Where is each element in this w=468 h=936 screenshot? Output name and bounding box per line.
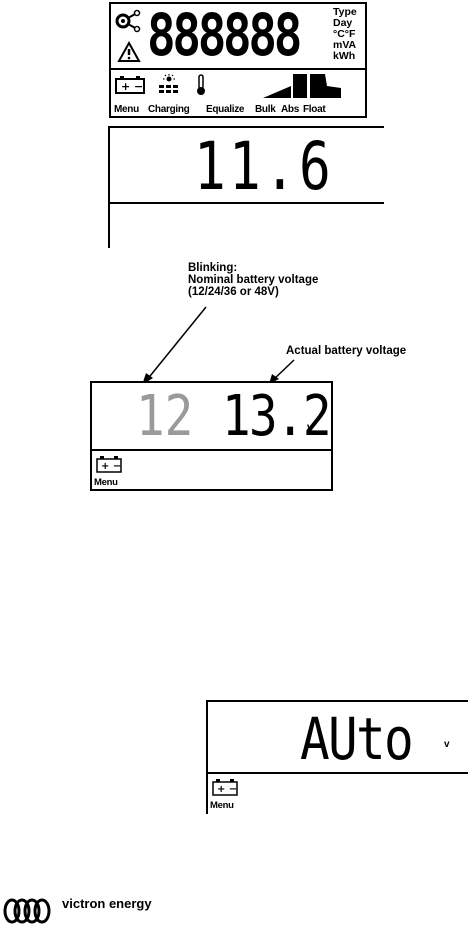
svg-text:+ −: + −	[121, 80, 143, 93]
settings-icon	[115, 9, 141, 33]
battery-icon: + −	[96, 456, 122, 473]
label-abs: Abs	[281, 104, 299, 115]
svg-text:+ −: + −	[217, 784, 237, 795]
lcd-nominal-voltage: 12	[136, 384, 194, 449]
annotation-blinking: Blinking: Nominal battery voltage (12/24…	[188, 262, 319, 299]
lcd-panel-battery-voltage: 12 13.2 v + − Menu	[90, 381, 333, 491]
unit-labels: Type Day °C°F mVA kWh	[333, 6, 357, 63]
label-bulk: Bulk	[255, 104, 276, 115]
solar-panel-icon	[159, 74, 178, 93]
warning-icon	[117, 40, 141, 62]
charge-stage-icon	[263, 74, 341, 98]
lcd-panel-auto: AUto v + − Menu	[206, 700, 468, 814]
label-menu: Menu	[94, 477, 118, 488]
lcd-divider	[92, 449, 331, 451]
label-charging: Charging	[148, 104, 190, 115]
lcd-divider	[110, 202, 384, 204]
lcd-value: 11.6	[194, 128, 334, 205]
label-equalize: Equalize	[206, 104, 245, 115]
thermometer-icon	[197, 74, 205, 95]
lcd-divider	[208, 772, 468, 774]
label-float: Float	[303, 104, 326, 115]
label-menu: Menu	[210, 800, 234, 811]
unit-volt: v	[444, 739, 450, 750]
battery-icon: + −	[115, 76, 145, 94]
lcd-actual-voltage: 13.2	[222, 384, 332, 449]
lcd-panel-all-segments: 888888 Type Day °C°F mVA kWh + −	[109, 2, 367, 118]
battery-icon: + −	[212, 779, 238, 796]
lcd-auto-value: AUto	[300, 705, 414, 773]
lcd-segment-digits: 888888	[147, 1, 302, 69]
svg-text:+ −: + −	[101, 461, 121, 472]
unit-volt: v	[307, 422, 313, 433]
annotation-actual: Actual battery voltage	[286, 345, 407, 357]
victron-logo-icon	[3, 898, 51, 924]
label-menu: Menu	[114, 104, 139, 115]
lcd-divider	[111, 68, 365, 70]
arrow-nominal	[142, 306, 207, 385]
brand-name: victron energy	[62, 896, 152, 911]
lcd-panel-voltage-11-6: 11.6	[108, 126, 384, 248]
